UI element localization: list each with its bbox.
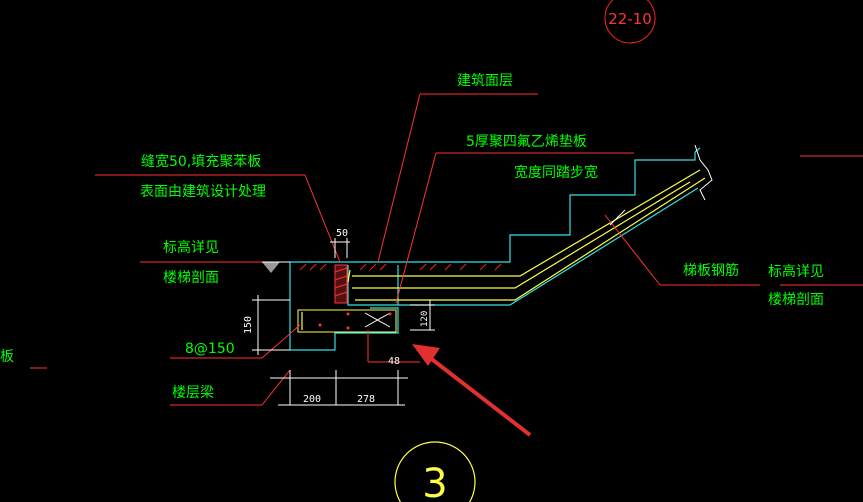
label-surface-by-arch: 表面由建筑设计处理	[140, 184, 266, 200]
dimension-lines	[252, 209, 626, 406]
dim-50: 50	[336, 228, 348, 239]
label-elevation-right-1: 标高详见	[768, 263, 824, 280]
top-reference-tag: 22-10	[604, 0, 656, 44]
detail-number: 3	[422, 461, 447, 502]
label-left-edge: 板	[0, 349, 14, 365]
surface-hatch	[299, 263, 502, 271]
label-building-surface: 建筑面层	[457, 73, 513, 89]
elevation-marker	[258, 261, 290, 273]
dim-200: 200	[303, 394, 321, 405]
label-width-same-as-tread: 宽度同踏步宽	[514, 164, 598, 181]
label-elevation-right-2: 楼梯剖面	[768, 292, 824, 308]
rebar-lines	[297, 169, 706, 333]
label-slab-rebar: 梯板钢筋	[683, 262, 739, 279]
label-ptfe-pad: 5厚聚四氟乙烯垫板	[466, 134, 587, 150]
stair-outline	[289, 147, 701, 351]
dim-120: 120	[420, 311, 430, 327]
dim-278: 278	[357, 394, 375, 405]
label-floor-beam: 楼层梁	[172, 385, 214, 401]
break-line	[694, 144, 713, 201]
dim-48: 48	[388, 356, 400, 367]
label-joint-width: 缝宽50,填充聚苯板	[141, 153, 261, 170]
label-elevation-left-1: 标高详见	[163, 239, 219, 256]
label-stirrup: 8@150	[185, 341, 235, 357]
joint-filler	[334, 264, 348, 304]
label-elevation-left-2: 楼梯剖面	[163, 270, 219, 286]
dim-150: 150	[243, 316, 254, 334]
detail-circle: 3	[394, 441, 476, 502]
top-reference-tag-text: 22-10	[608, 10, 652, 28]
red-arrow	[412, 344, 532, 437]
leader-lines	[30, 93, 863, 406]
